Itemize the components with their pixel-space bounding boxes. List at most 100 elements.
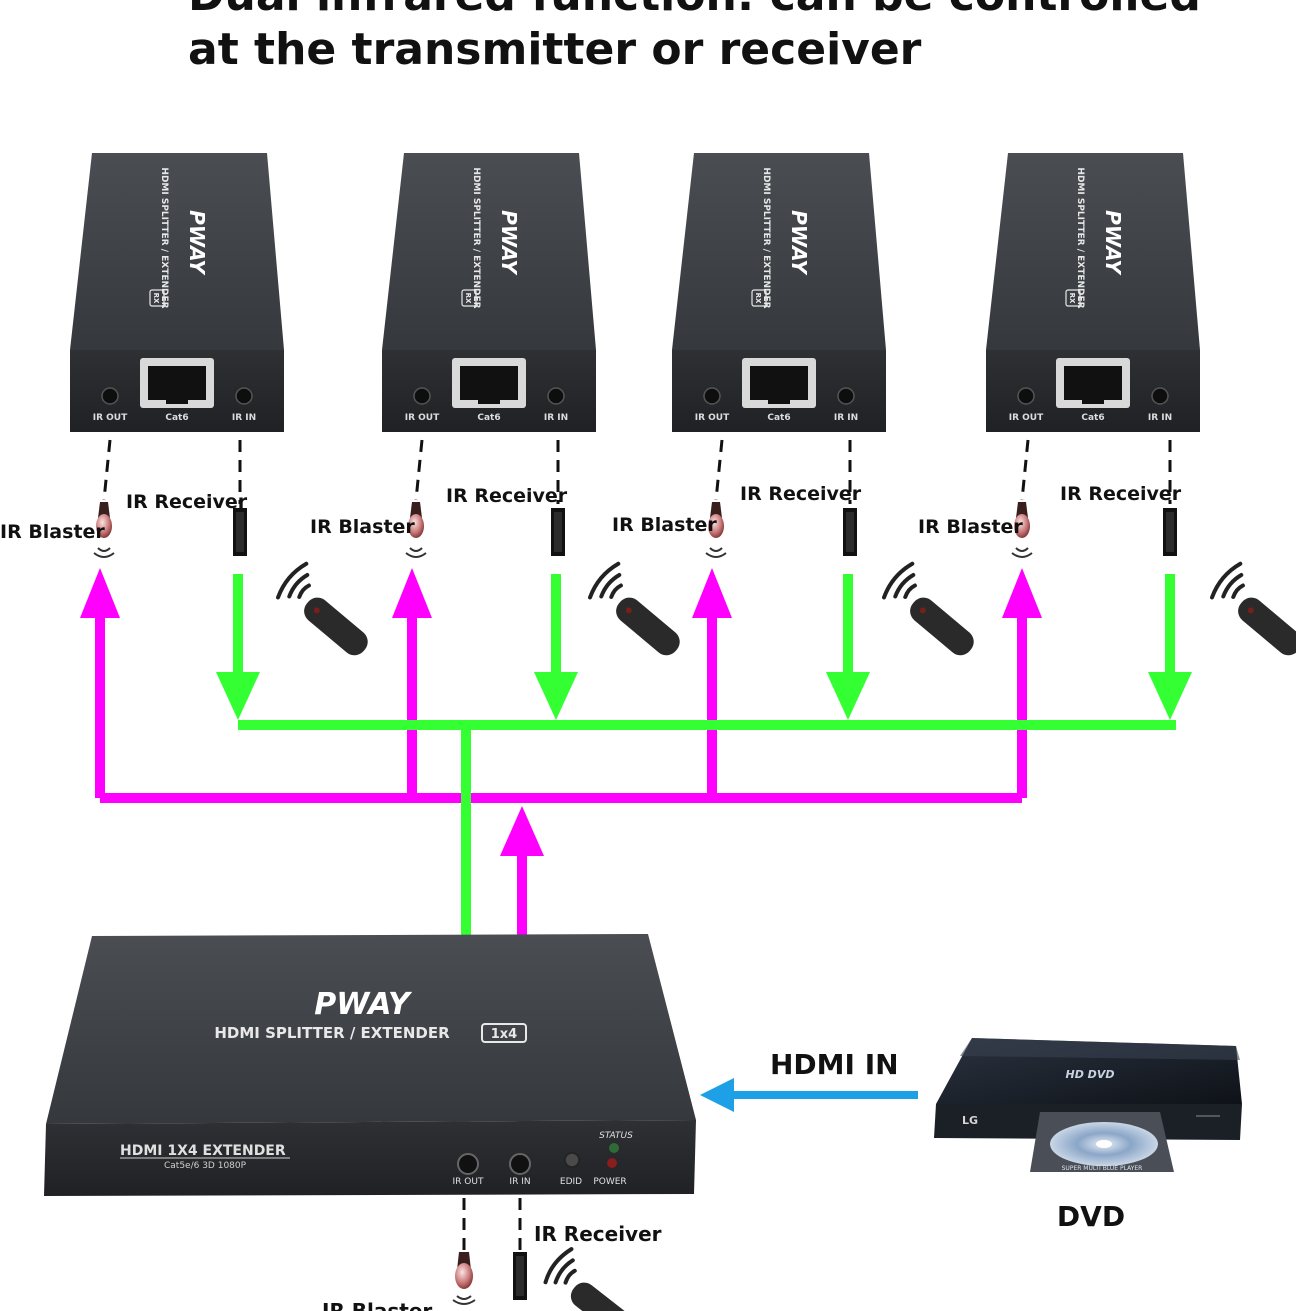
receiver-badge: RX [754,293,762,304]
receiver-ir-in-label: IR IN [232,413,256,423]
remote-control-icon [588,561,680,656]
transmitter-unit: PWAY HDMI SPLITTER / EXTENDER 1x4 HDMI 1… [44,934,696,1311]
rj45-port-icon[interactable] [452,358,526,408]
receiver-blaster-label: IR Blaster [918,516,1023,538]
dvd-tray-text: SUPER MULTI BLUE PLAYER [1062,1165,1143,1172]
receiver-ir-in-jack[interactable] [837,387,855,405]
receiver-ir-out-jack[interactable] [703,387,721,405]
receiver-ir-out-label: IR OUT [1009,413,1044,423]
transmitter-ir-out-jack[interactable] [457,1153,479,1175]
magenta-arrowhead-3 [692,568,732,618]
magenta-arrowhead-trunk [500,806,544,856]
ir-blaster-icon [405,502,427,558]
transmitter-top [46,934,696,1124]
receiver-model-text: HDMI SPLITTER / EXTENDER [159,167,169,308]
heading-line-1: Dual infrared function: can be controlle… [188,0,1201,21]
remote-control-icon [1210,561,1296,656]
transmitter-ir-out-label: IR OUT [453,1177,484,1187]
dvd-brand: LG [962,1114,978,1127]
ir-receiver-icon [1163,508,1177,556]
transmitter-power-label: POWER [593,1177,626,1187]
heading-line-2: at the transmitter or receiver [188,24,922,75]
receiver-ir-in-label: IR IN [1148,413,1172,423]
receiver-brand-logo: PWAY [1101,210,1125,276]
receiver-ir-out-label: IR OUT [695,413,730,423]
rj45-port-icon[interactable] [1056,358,1130,408]
ir-blaster-icon [452,1252,476,1305]
receiver-badge-frame [149,289,165,307]
dvd-disc-text: HD DVD [1066,1068,1115,1081]
ir-receiver-icon [513,1252,527,1300]
receiver-receiver-label: IR Receiver [446,485,568,507]
receiver-cat6-label: Cat6 [1081,413,1104,423]
receiver-badge: RX [152,293,160,304]
transmitter-badge-frame [481,1023,527,1043]
transmitter-edid-button[interactable] [564,1152,580,1168]
transmitter-edid-label: EDID [560,1177,582,1187]
ir-blaster-icon [1011,502,1033,558]
receiver-ir-in-jack[interactable] [547,387,565,405]
transmitter-model-text: HDMI SPLITTER / EXTENDER [214,1024,450,1042]
receiver-receiver-label: IR Receiver [740,483,862,505]
receiver-top [382,153,596,350]
transmitter-brand-logo: PWAY [314,987,413,1022]
receiver-badge-frame [1065,289,1081,307]
hdmi-in-arrowhead [700,1078,734,1112]
receiver-cat6-label: Cat6 [767,413,790,423]
receiver-blaster-label: IR Blaster [310,516,415,538]
transmitter-front [44,1120,696,1196]
dvd-label: DVD [1057,1200,1125,1233]
green-arrowhead-3 [826,672,870,720]
transmitter-ir-in-label: IR IN [509,1177,530,1187]
remote-control-icon [882,561,974,656]
receiver-brand-logo: PWAY [497,210,521,276]
receiver-brand-logo: PWAY [787,210,811,276]
receiver-ir-in-jack[interactable] [1151,387,1169,405]
receiver-ir-in-jack[interactable] [235,387,253,405]
receiver-blaster-label: IR Blaster [612,514,717,536]
green-arrowhead-4 [1148,672,1192,720]
transmitter-power-led [607,1158,617,1168]
magenta-arrowhead-4 [1002,568,1042,618]
receiver-ir-out-jack[interactable] [413,387,431,405]
receiver-model-text: HDMI SPLITTER / EXTENDER [471,167,481,308]
hdmi-in-label: HDMI IN [770,1048,899,1081]
green-arrowhead-2 [534,672,578,720]
rj45-port-icon[interactable] [140,358,214,408]
remote-control-icon [276,561,368,656]
receiver-ir-in-label: IR IN [544,413,568,423]
ir-blaster-icon [705,502,727,558]
receiver-top [986,153,1200,350]
receiver-cat6-label: Cat6 [477,413,500,423]
transmitter-front-subtitle: Cat5e/6 3D 1080P [164,1161,247,1171]
receiver-ir-out-jack[interactable] [101,387,119,405]
transmitter-status-led [609,1143,619,1153]
dvd-player: HD DVD LG SUPER MULTI BLUE PLAYER [934,1038,1242,1172]
receiver-ir-out-label: IR OUT [93,413,128,423]
source-section: HDMI IN HD DVD LG SUPER MULTI BLUE PLAYE… [700,1038,1242,1233]
receiver-ir-out-jack[interactable] [1017,387,1035,405]
ir-receiver-icon [551,508,565,556]
magenta-arrowhead-1 [80,568,120,618]
ir-blaster-icon [93,502,115,558]
receiver-receiver-label: IR Receiver [1060,483,1182,505]
receiver-blaster-label: IR Blaster [0,521,105,543]
transmitter-status-label: STATUS [599,1131,633,1141]
receiver-model-text: HDMI SPLITTER / EXTENDER [761,167,771,308]
transmitter-blaster-label: IR Blaster [322,1299,432,1311]
receiver-brand-logo: PWAY [185,210,209,276]
remote-control-icon [543,1247,633,1311]
receiver-ir-in-label: IR IN [834,413,858,423]
ir-receiver-icon [233,508,247,556]
receiver-top [672,153,886,350]
green-arrowhead-1 [216,672,260,720]
rj45-port-icon[interactable] [742,358,816,408]
transmitter-front-title: HDMI 1X4 EXTENDER [120,1143,286,1159]
receiver-badge: RX [464,293,472,304]
receiver-badge-frame [461,289,477,307]
transmitter-ir-in-jack[interactable] [509,1153,531,1175]
